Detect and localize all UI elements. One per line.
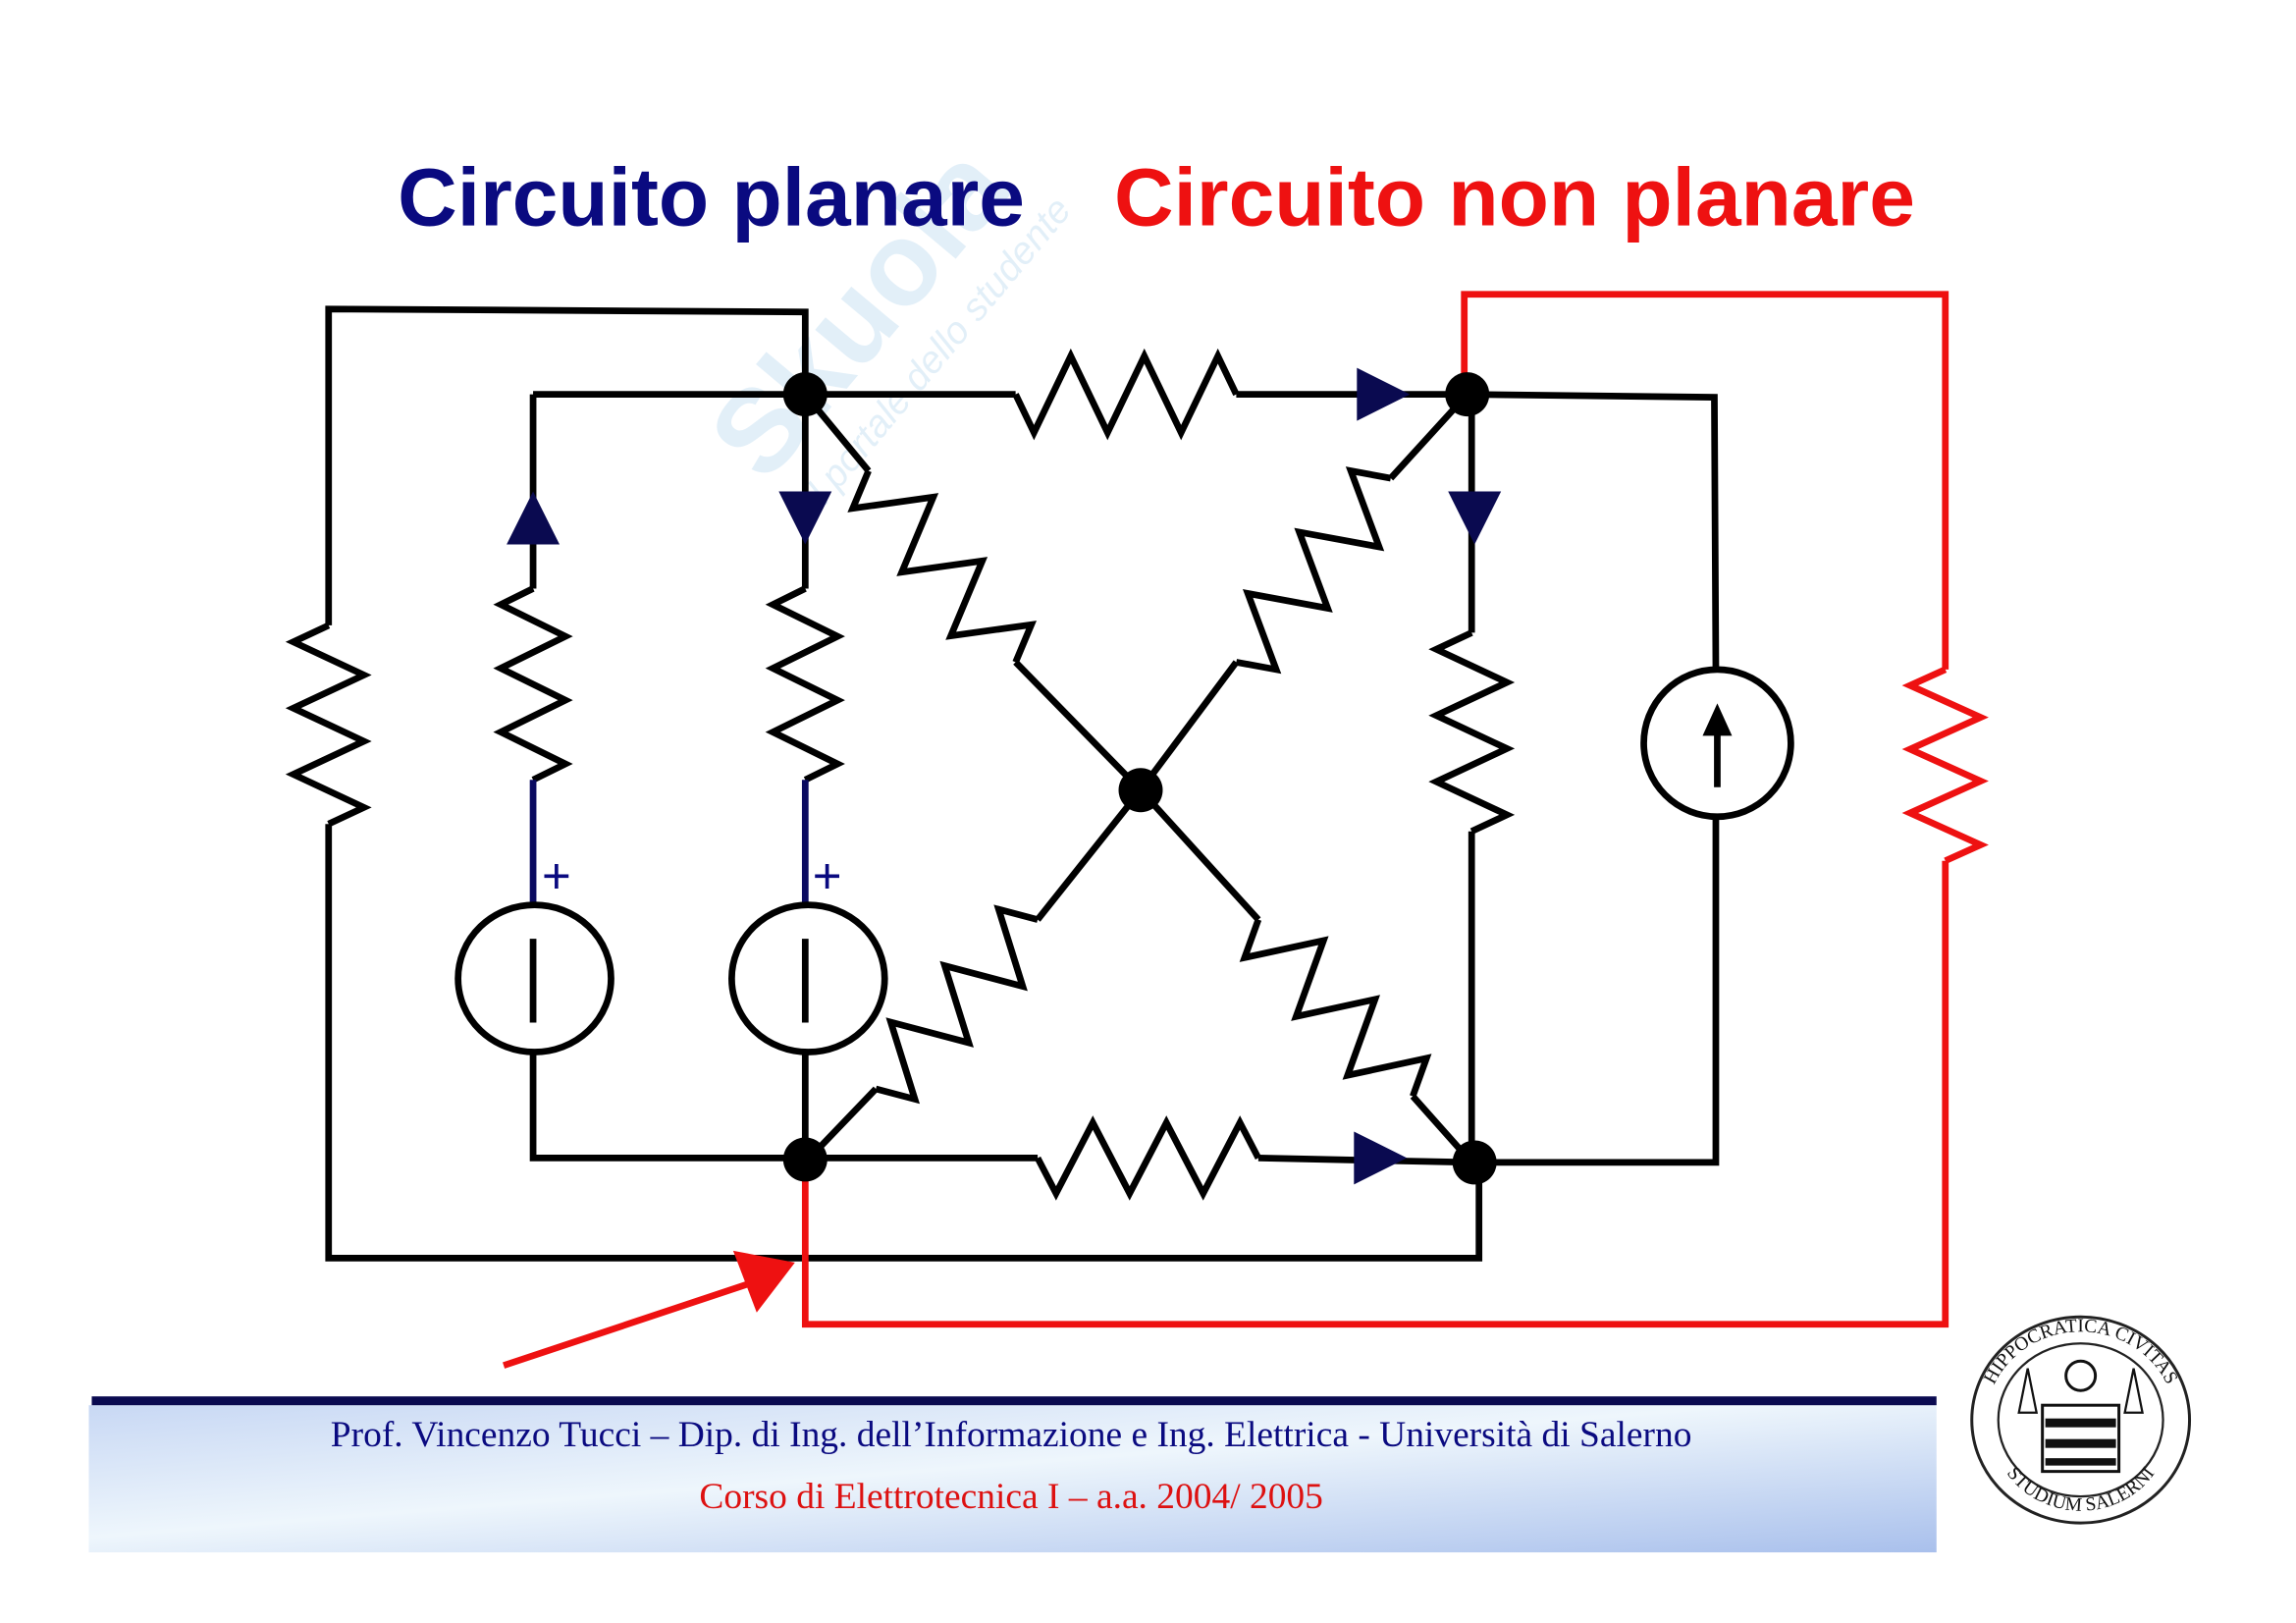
resistor-diag-bottom-right: [1239, 918, 1432, 1098]
non-planar-wire-bottom: [801, 860, 1949, 1328]
footer-course: Corso di Elettrotecnica I – a.a. 2004/ 2…: [699, 1477, 1322, 1517]
node-b: [1445, 372, 1490, 417]
resistor-non-planar: [1901, 666, 1989, 864]
resistor-diag-bottom-left: [875, 904, 1039, 1105]
resistor-top: [1012, 348, 1240, 441]
current-source-arrow-up-icon: [1702, 703, 1733, 736]
resistor-branch-right: [1428, 629, 1516, 835]
footer-author: Prof. Vincenzo Tucci – Dip. di Ing. dell…: [331, 1415, 1692, 1455]
university-seal: HIPPOCRATICA CIVITAS STUDIUM SALERNI: [1970, 1315, 2192, 1525]
footer-rule: [91, 1396, 1937, 1406]
arrow-down-icon: [1448, 491, 1502, 545]
resistor-branch-1: [493, 585, 573, 784]
resistor-branch-2: [765, 585, 845, 784]
resistor-diag-top-left: [847, 469, 1038, 664]
plus-sign-source-1: +: [542, 848, 571, 904]
title-non-planar: Circuito non planare: [1114, 150, 1915, 243]
diag-wire: [1035, 787, 1144, 922]
outer-loop-wire-top: [325, 305, 809, 625]
resistor-diag-top-right: [1235, 466, 1392, 675]
diag-wire: [1138, 787, 1261, 922]
outer-loop-wire-bottom: [325, 824, 1483, 1262]
resistor-outer-left: [285, 622, 372, 828]
pointer-arrow-icon: [732, 1250, 795, 1313]
arrow-up-icon: [507, 491, 561, 545]
current-source-bottom-wire: [1471, 816, 1720, 1166]
top-wire-right: [1236, 391, 1720, 670]
node-d: [782, 1137, 828, 1182]
diag-wire: [1138, 660, 1240, 792]
node-a: [782, 372, 828, 417]
resistor-bottom: [1035, 1115, 1261, 1201]
title-planar: Circuito planare: [398, 150, 1025, 243]
pointer-arrow-shaft: [503, 1279, 752, 1369]
plus-sign-source-2: +: [813, 848, 842, 904]
arrow-right-icon: [1354, 1131, 1408, 1185]
diag-wire: [1013, 660, 1144, 793]
arrow-down-icon: [778, 491, 832, 545]
non-planar-wire-top: [1461, 291, 1949, 670]
node-e: [1452, 1140, 1497, 1185]
branch-1-bottom-wire: [529, 1052, 806, 1162]
footer-band: [88, 1405, 1937, 1553]
arrow-right-icon: [1357, 367, 1411, 421]
node-center: [1118, 768, 1163, 813]
circuit-diagram: [285, 291, 1989, 1369]
